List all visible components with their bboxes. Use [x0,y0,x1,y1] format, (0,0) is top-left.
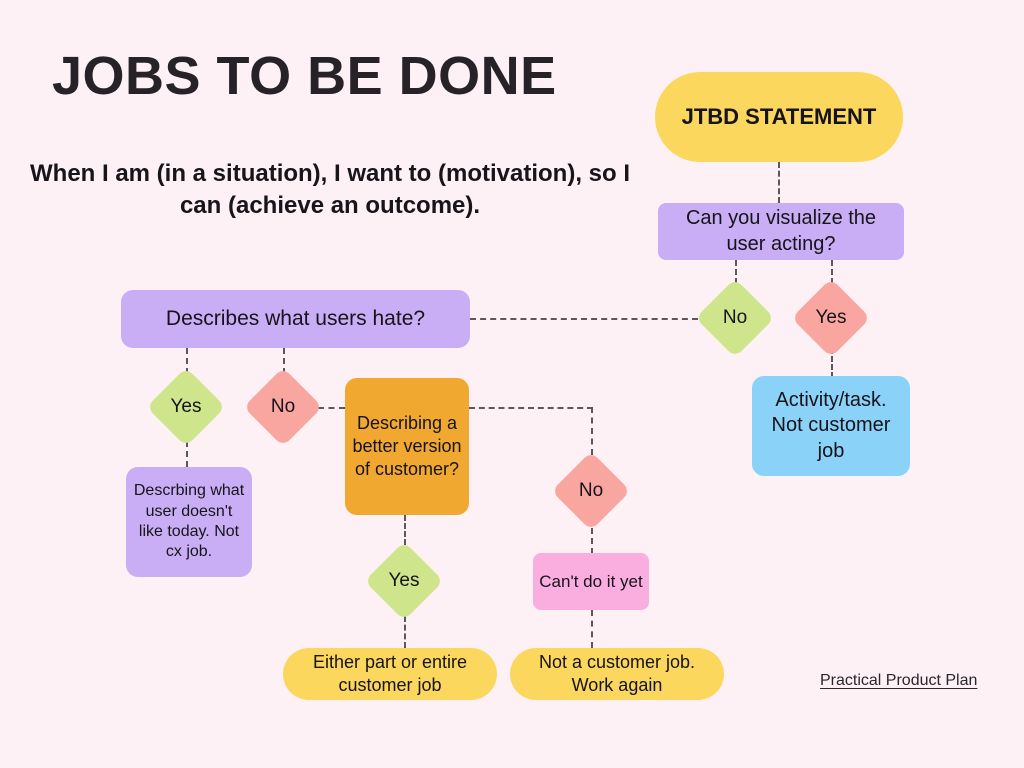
connector-yes-to-activity [831,348,833,378]
footer-credit[interactable]: Practical Product Plan [820,672,978,689]
connector-hate-to-yes [186,348,188,374]
node-describes-what-users-hate-label: Describes what users hate? [165,306,426,330]
connector-jtbd-to-visualize [778,162,780,203]
connector-no-to-cant-do [591,528,593,554]
node-cant-do-it-yet[interactable]: Can't do it yet [533,553,649,610]
node-describing-better-version-label: Describing a better version of customer? [352,412,462,480]
node-visualize-no-label: No [722,307,748,328]
node-hate-yes-label: Yes [170,396,202,417]
connector-yes-to-descrbing [186,441,188,467]
page-title: JOBS TO BE DONE [52,46,557,106]
node-hate-yes-diamond[interactable]: Yes [146,367,226,447]
node-not-a-customer-job-label: Not a customer job. Work again [538,651,696,695]
node-jtbd-statement[interactable]: JTBD STATEMENT [655,72,903,162]
node-describing-better-version[interactable]: Describing a better version of customer? [345,378,469,515]
node-hate-no-diamond[interactable]: No [243,367,323,447]
connector-better-to-no-horizontal [469,407,593,409]
node-not-a-customer-job[interactable]: Not a customer job. Work again [510,648,724,700]
connector-cant-do-to-not-job [591,610,593,648]
connector-no-to-better [318,407,345,409]
node-visualize-yes-diamond[interactable]: Yes [791,278,871,358]
connector-hate-to-no [283,348,285,374]
connector-visualize-to-yes [831,260,833,284]
node-visualize-yes-label: Yes [815,307,847,328]
connector-better-to-yes [404,515,406,545]
node-better-yes-label: Yes [388,570,420,591]
node-jtbd-statement-label: JTBD STATEMENT [681,103,877,129]
node-descrbing-user-dislike-label: Descrbing what user doesn't like today. … [133,482,245,561]
node-visualize-no-diamond[interactable]: No [695,278,775,358]
node-descrbing-user-dislike[interactable]: Descrbing what user doesn't like today. … [126,467,252,577]
connector-hate-to-visualize-no [470,318,698,320]
node-describes-what-users-hate[interactable]: Describes what users hate? [121,290,470,348]
node-better-no-diamond[interactable]: No [551,451,631,531]
node-can-you-visualize[interactable]: Can you visualize the user acting? [658,203,904,260]
node-cant-do-it-yet-label: Can't do it yet [539,571,643,591]
node-activity-task[interactable]: Activity/task. Not customer job [752,376,910,476]
node-better-no-label: No [578,480,604,501]
node-either-part-or-entire[interactable]: Either part or entire customer job [283,648,497,700]
connector-visualize-to-no [735,260,737,284]
node-better-yes-diamond[interactable]: Yes [364,541,444,621]
connector-better-to-no-vertical [591,407,593,455]
connector-yes-to-either [404,616,406,648]
node-can-you-visualize-label: Can you visualize the user acting? [685,206,877,255]
node-either-part-or-entire-label: Either part or entire customer job [312,651,468,695]
node-activity-task-label: Activity/task. Not customer job [771,388,891,462]
node-hate-no-label: No [270,396,296,417]
jtbd-formula-subtitle: When I am (in a situation), I want to (m… [30,160,630,220]
